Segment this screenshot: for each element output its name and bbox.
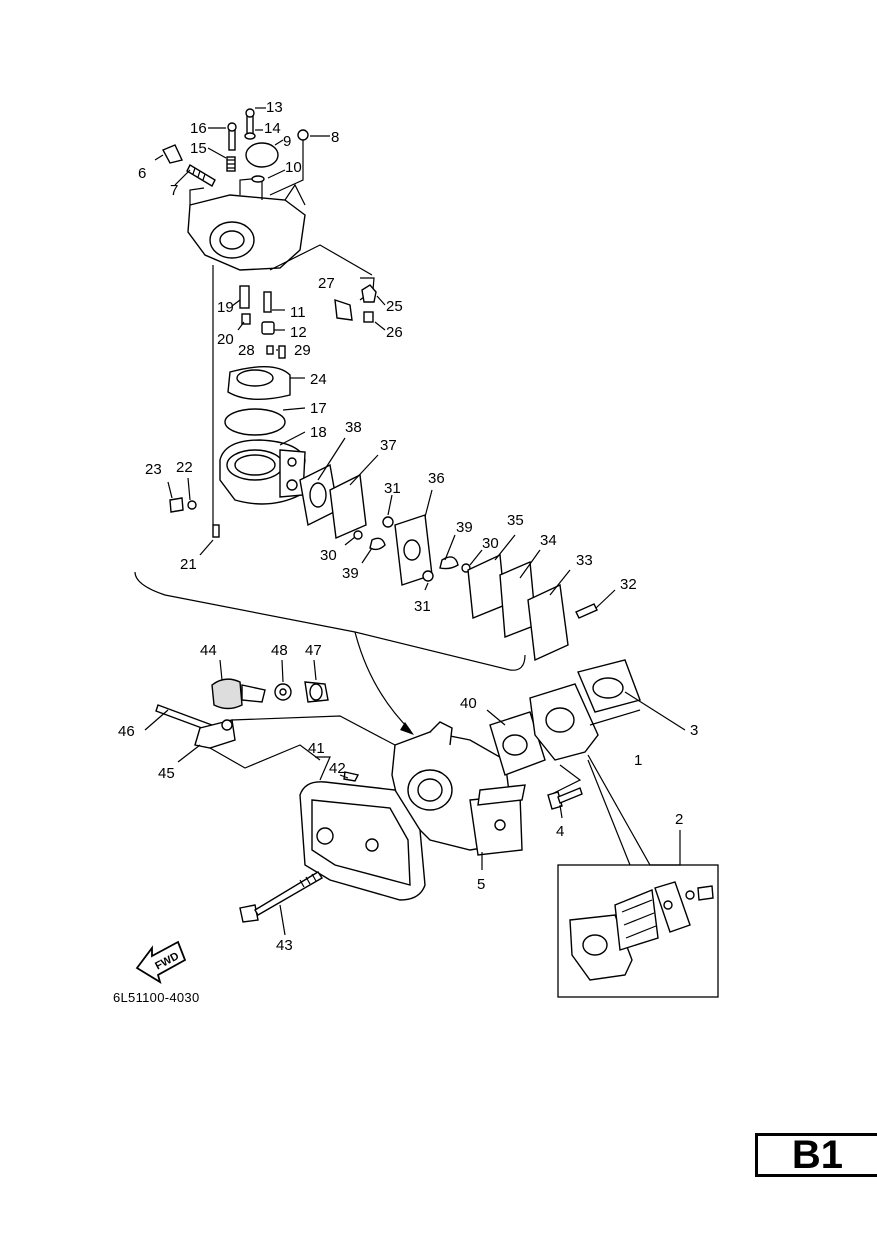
label-35: 35 bbox=[507, 512, 524, 529]
float-bowl bbox=[169, 439, 306, 538]
label-46: 46 bbox=[118, 723, 135, 740]
label-45: 45 bbox=[158, 765, 175, 782]
label-5: 5 bbox=[477, 876, 485, 893]
label-40: 40 bbox=[460, 695, 477, 712]
bolt-43 bbox=[239, 871, 323, 923]
fwd-arrow-icon: FWD bbox=[135, 940, 187, 984]
label-27: 27 bbox=[318, 275, 335, 292]
label-30b: 30 bbox=[482, 535, 499, 552]
label-10: 10 bbox=[285, 159, 302, 176]
carburetor-top-body bbox=[187, 177, 306, 271]
label-8: 8 bbox=[331, 129, 339, 146]
label-42: 42 bbox=[329, 760, 346, 777]
label-31a: 31 bbox=[384, 480, 401, 497]
label-6: 6 bbox=[138, 165, 146, 182]
choke-parts bbox=[155, 678, 396, 769]
label-13: 13 bbox=[266, 99, 283, 116]
label-29: 29 bbox=[294, 342, 311, 359]
label-3: 3 bbox=[690, 722, 698, 739]
leader-lines-top bbox=[154, 107, 616, 609]
gaskets-mid bbox=[299, 463, 598, 662]
label-2: 2 bbox=[675, 811, 683, 828]
screw-6-7 bbox=[162, 144, 216, 187]
part-labels: 13 16 14 9 8 15 10 6 7 27 25 19 11 20 12… bbox=[118, 99, 698, 954]
label-23: 23 bbox=[145, 461, 162, 478]
bracket-arrow-line bbox=[354, 631, 411, 731]
diagram-code: 6L51100-4030 bbox=[113, 990, 200, 1005]
label-19: 19 bbox=[217, 299, 234, 316]
label-32: 32 bbox=[620, 576, 637, 593]
label-14: 14 bbox=[264, 120, 281, 137]
label-30a: 30 bbox=[320, 547, 337, 564]
label-15: 15 bbox=[190, 140, 207, 157]
label-48: 48 bbox=[271, 642, 288, 659]
bolt-4 bbox=[547, 787, 583, 810]
label-1: 1 bbox=[634, 752, 642, 769]
label-11: 11 bbox=[290, 304, 306, 321]
label-21: 21 bbox=[180, 556, 197, 573]
label-41: 41 bbox=[308, 740, 325, 757]
bracket-arrow-head bbox=[400, 722, 414, 735]
jets-float bbox=[224, 277, 377, 436]
label-37: 37 bbox=[380, 437, 397, 454]
screws-top bbox=[226, 108, 309, 196]
label-34: 34 bbox=[540, 532, 557, 549]
label-20: 20 bbox=[217, 331, 234, 348]
label-12: 12 bbox=[290, 324, 307, 341]
page-badge: B1 bbox=[755, 1133, 877, 1177]
label-26: 26 bbox=[386, 324, 403, 341]
label-39a: 39 bbox=[456, 519, 473, 536]
label-4: 4 bbox=[556, 823, 564, 840]
leader-lines-bottom bbox=[144, 659, 686, 936]
label-22: 22 bbox=[176, 459, 193, 476]
label-38: 38 bbox=[345, 419, 362, 436]
label-47: 47 bbox=[305, 642, 322, 659]
label-39b: 39 bbox=[342, 565, 359, 582]
label-18: 18 bbox=[310, 424, 327, 441]
reed-intake-parts bbox=[489, 659, 641, 796]
label-17: 17 bbox=[310, 400, 327, 417]
label-33: 33 bbox=[576, 552, 593, 569]
label-24: 24 bbox=[310, 371, 327, 388]
label-36: 36 bbox=[428, 470, 445, 487]
bracket-curve bbox=[134, 571, 526, 671]
label-7: 7 bbox=[170, 182, 178, 199]
carburetor-main-body bbox=[391, 721, 526, 856]
label-28: 28 bbox=[238, 342, 255, 359]
label-44: 44 bbox=[200, 642, 217, 659]
intake-silencer bbox=[299, 771, 426, 901]
label-43: 43 bbox=[276, 937, 293, 954]
label-16: 16 bbox=[190, 120, 207, 137]
label-31b: 31 bbox=[414, 598, 431, 615]
label-25: 25 bbox=[386, 298, 403, 315]
label-9: 9 bbox=[283, 133, 291, 150]
inset-detail-box bbox=[557, 864, 719, 998]
